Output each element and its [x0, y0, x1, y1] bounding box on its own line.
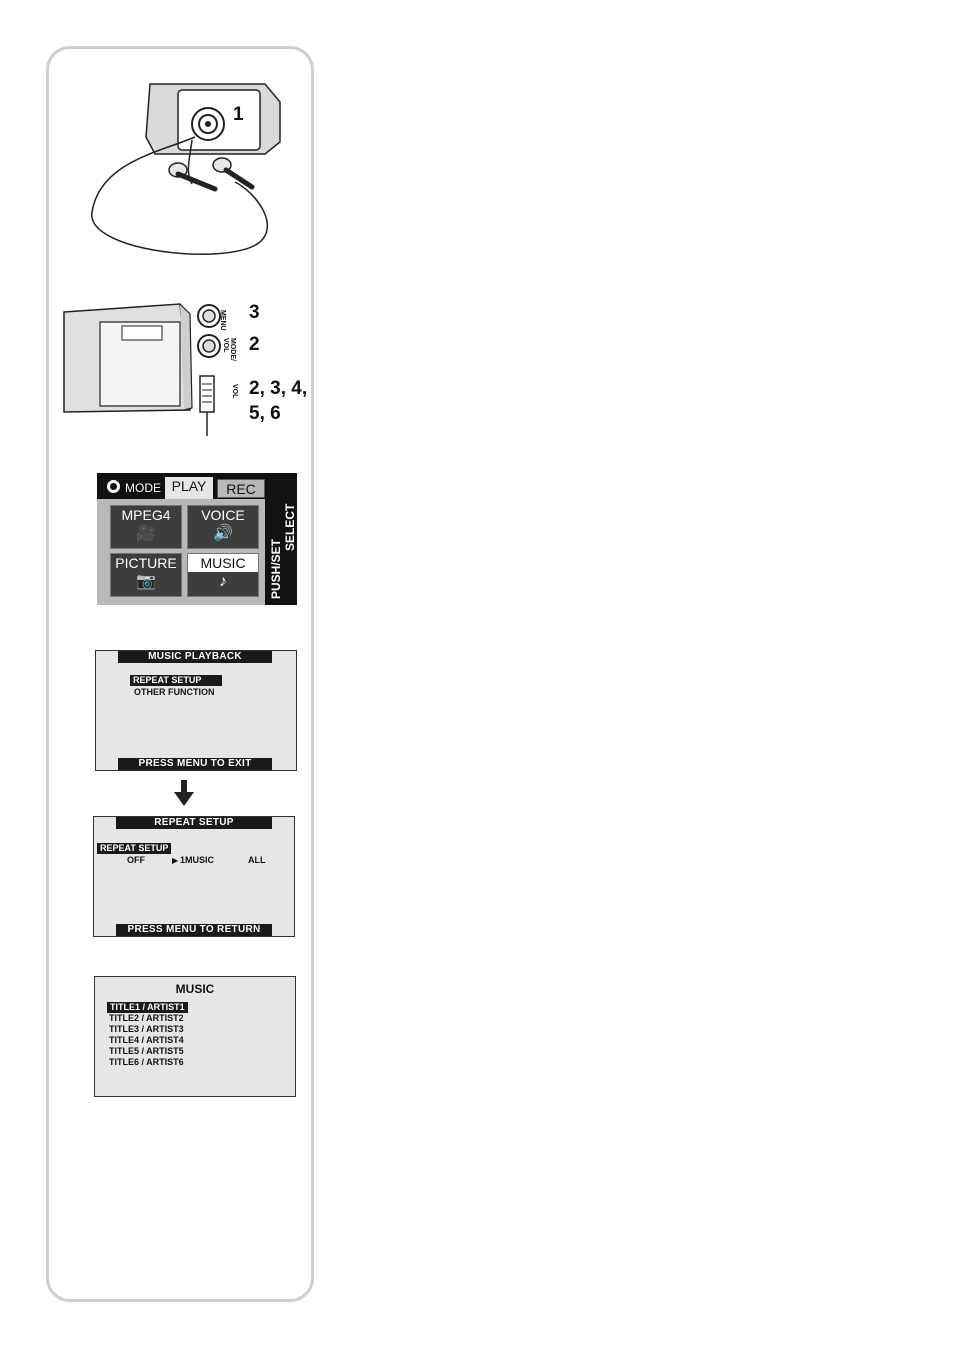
track-item[interactable]: TITLE4 / ARTIST4: [109, 1035, 184, 1045]
menu-item-other-function[interactable]: OTHER FUNCTION: [134, 687, 215, 697]
headphones-illustration: [91, 83, 281, 255]
tile-music[interactable]: MUSIC ♪: [187, 553, 259, 597]
music-playback-screen: MUSIC PLAYBACK REPEAT SETUP OTHER FUNCTI…: [95, 650, 297, 771]
tile-mpeg4[interactable]: MPEG4 🎥: [110, 505, 182, 549]
music-list-title: MUSIC: [175, 982, 215, 996]
step-callout-2: 2: [249, 334, 260, 355]
tile-voice-label: VOICE: [201, 507, 245, 523]
speaker-icon: 🔊: [213, 525, 233, 542]
camera-buttons-illustration: [63, 303, 221, 436]
step-callout-3: 3: [249, 302, 260, 323]
tab-play[interactable]: PLAY: [165, 477, 213, 499]
repeat-setup-label: REPEAT SETUP: [97, 843, 172, 854]
camera-icon: 📷: [136, 573, 156, 590]
mode-dial-icon: [107, 480, 120, 493]
lever-label: VOL: [231, 384, 238, 399]
down-arrow-icon: [174, 780, 194, 806]
tile-voice[interactable]: VOICE 🔊: [187, 505, 259, 549]
push-set-label: PUSH/SET: [269, 538, 283, 599]
option-off[interactable]: OFF: [127, 855, 145, 865]
option-1music[interactable]: 1MUSIC: [180, 855, 215, 865]
option-all[interactable]: ALL: [248, 855, 266, 865]
tile-picture[interactable]: PICTURE 📷: [110, 553, 182, 597]
menu-item-repeat-setup[interactable]: REPEAT SETUP: [130, 675, 222, 686]
track-item[interactable]: TITLE1 / ARTIST1: [107, 1002, 188, 1013]
step-callout-5-6: 5, 6: [249, 403, 281, 424]
repeat-setup-title: REPEAT SETUP: [116, 817, 272, 829]
select-label: SELECT: [283, 503, 297, 551]
menu-button-label: MENU: [219, 310, 226, 331]
video-camera-icon: 🎥: [136, 525, 156, 542]
tile-mpeg4-label: MPEG4: [121, 507, 171, 523]
step-callout-2-3-4: 2, 3, 4,: [249, 378, 308, 399]
step-callout-1: 1: [233, 104, 244, 125]
selection-pointer-icon: ▶: [172, 856, 179, 865]
music-playback-title: MUSIC PLAYBACK: [118, 651, 272, 663]
exit-footer: PRESS MENU TO EXIT: [118, 758, 272, 770]
track-item[interactable]: TITLE5 / ARTIST5: [109, 1046, 184, 1056]
track-item[interactable]: TITLE3 / ARTIST3: [109, 1024, 184, 1034]
mode-menu-screen: MODE PLAY REC MPEG4 🎥 VOICE 🔊 PICTURE 📷 …: [97, 473, 297, 605]
music-list-screen: MUSIC TITLE1 / ARTIST1 TITLE2 / ARTIST2 …: [94, 976, 296, 1097]
mode-label: MODE: [125, 481, 161, 495]
music-note-icon: ♪: [219, 573, 227, 590]
return-footer: PRESS MENU TO RETURN: [116, 924, 272, 936]
track-item[interactable]: TITLE6 / ARTIST6: [109, 1057, 184, 1067]
repeat-setup-screen: REPEAT SETUP REPEAT SETUP OFF ▶ 1MUSIC A…: [93, 816, 295, 937]
track-item[interactable]: TITLE2 / ARTIST2: [109, 1013, 184, 1023]
tile-picture-label: PICTURE: [115, 555, 177, 571]
tile-music-label: MUSIC: [188, 554, 258, 572]
mode-vol-button-label: MODE/ VOL: [222, 338, 236, 361]
tab-rec[interactable]: REC: [217, 479, 265, 498]
